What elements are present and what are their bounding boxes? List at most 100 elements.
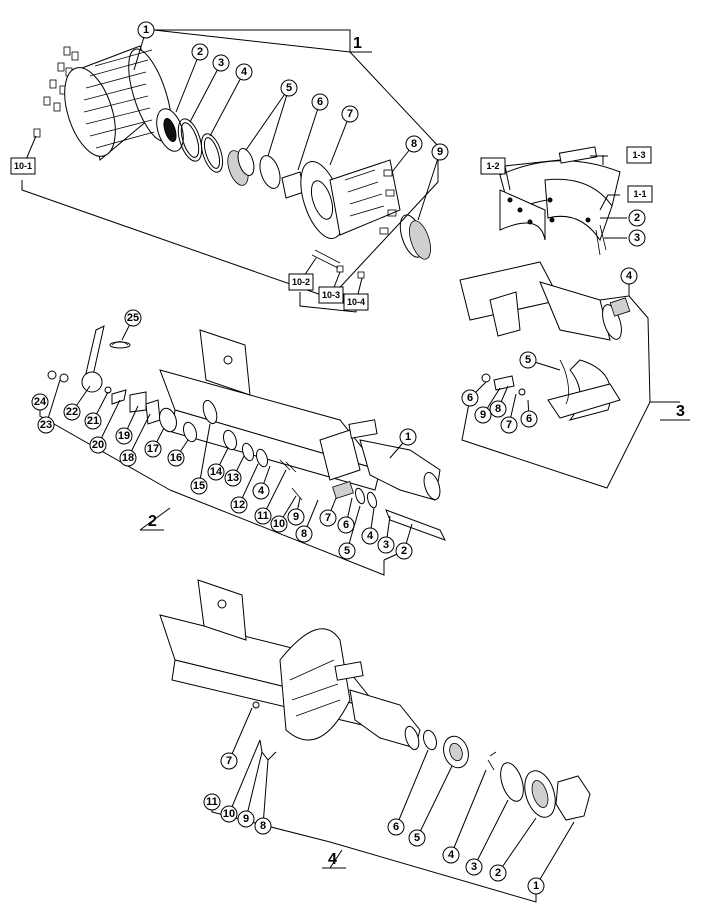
callout-2-13: 13	[224, 469, 242, 487]
box-label: 10-3	[322, 290, 340, 300]
callout-4-9: 9	[237, 810, 255, 828]
callout-2-11: 11	[254, 507, 272, 525]
callout-2-25: 25	[124, 309, 142, 327]
callout-label: 2	[634, 212, 640, 224]
callout-label: 18	[122, 452, 134, 464]
callout-label: 5	[525, 354, 531, 366]
callout-3-5: 5	[519, 351, 537, 369]
callout-4-3: 3	[465, 858, 483, 876]
callout-label: 10	[223, 808, 235, 820]
callout-label: 19	[118, 430, 130, 442]
callout-3-8: 8	[489, 400, 507, 418]
callout-3-4: 4	[620, 267, 638, 285]
box-10-4: 10-4	[343, 293, 369, 311]
callout-label: 8	[301, 528, 307, 540]
callout-2-20: 20	[89, 436, 107, 454]
callout-label: 8	[260, 820, 266, 832]
callout-label: 3	[634, 232, 640, 244]
callout-2-17: 17	[144, 440, 162, 458]
assembly-4-drawing: 7 11 10 9 8 6 5 4 3 2 1 4	[159, 579, 591, 903]
callout-3-9: 9	[474, 406, 492, 424]
callout-1-2: 2	[191, 43, 209, 61]
callout-3-6a: 6	[461, 389, 479, 407]
callout-2-21: 21	[84, 412, 102, 430]
assembly-3-drawing: 1-1 1-2 1-3 2 3 4 5 6 8 9 7 6 3	[459, 146, 690, 489]
box-1-2: 1-2	[480, 157, 506, 175]
callout-label: 23	[40, 419, 52, 431]
box-label: 1-2	[486, 161, 499, 171]
callout-label: 15	[193, 480, 205, 492]
callout-3-3: 3	[628, 229, 646, 247]
callout-label: 6	[343, 519, 349, 531]
box-label: 1-1	[633, 189, 646, 199]
callout-label: 9	[243, 813, 249, 825]
assembly-label-2: 2	[148, 513, 157, 530]
callout-1-8: 8	[405, 135, 423, 153]
callout-label: 3	[383, 539, 389, 551]
callout-label: 4	[448, 849, 455, 861]
callout-2-6: 6	[337, 516, 355, 534]
callout-2-1: 1	[399, 428, 417, 446]
callout-3-7: 7	[500, 416, 518, 434]
callout-label: 1	[533, 880, 539, 892]
callout-label: 16	[170, 452, 182, 464]
callout-label: 5	[344, 545, 350, 557]
callout-label: 4	[626, 270, 633, 282]
callout-2-2: 2	[395, 542, 413, 560]
callout-2-18: 18	[119, 449, 137, 467]
callout-label: 20	[92, 439, 104, 451]
callout-label: 11	[206, 796, 218, 808]
callout-1-7: 7	[341, 105, 359, 123]
callout-2-14: 14	[207, 463, 225, 481]
callout-4-7: 7	[220, 752, 238, 770]
assembly-2-drawing: 25 24 23 22 21 20 19 18 17 16 15 14 13 1…	[31, 309, 447, 576]
callout-label: 14	[210, 466, 223, 478]
box-label: 10-1	[14, 161, 32, 171]
callout-4-11: 11	[203, 793, 221, 811]
callout-1-5: 5	[280, 79, 298, 97]
callout-label: 5	[414, 832, 420, 844]
callout-label: 6	[526, 413, 532, 425]
callout-label: 2	[401, 545, 407, 557]
callout-label: 8	[411, 138, 417, 150]
callout-1-4: 4	[235, 63, 253, 81]
box-1-1: 1-1	[627, 185, 653, 203]
callout-label: 7	[226, 755, 232, 767]
callout-label: 2	[197, 46, 203, 58]
callout-2-10: 10	[270, 515, 288, 533]
callout-label: 1	[143, 24, 149, 36]
callout-label: 21	[87, 415, 99, 427]
callout-label: 17	[147, 443, 159, 455]
assembly-label-4: 4	[328, 851, 337, 868]
callout-label: 7	[506, 419, 512, 431]
callout-label: 4	[241, 66, 248, 78]
callout-label: 22	[66, 406, 78, 418]
box-1-3: 1-3	[626, 146, 652, 164]
callout-4-5: 5	[408, 829, 426, 847]
callout-4-6: 6	[387, 818, 405, 836]
callout-1-9: 9	[431, 143, 449, 161]
callout-label: 6	[317, 96, 323, 108]
callout-2-3: 3	[377, 536, 395, 554]
callout-2-24: 24	[31, 393, 49, 411]
callout-1-3: 3	[212, 54, 230, 72]
callout-4-2: 2	[489, 864, 507, 882]
callout-2-9: 9	[287, 508, 305, 526]
callout-label: 24	[34, 396, 47, 408]
assembly-1-drawing: 1 2 3 4 5 6 7 8 9 10-1 10-2 10-3 10-4 1	[10, 21, 449, 313]
callout-4-8: 8	[254, 817, 272, 835]
callout-2-12: 12	[230, 496, 248, 514]
callout-2-23: 23	[37, 416, 55, 434]
assembly-label-3: 3	[676, 403, 685, 420]
brake-drum	[64, 45, 172, 161]
box-10-1: 10-1	[10, 157, 36, 175]
callout-2-22: 22	[63, 403, 81, 421]
callout-2-19: 19	[115, 427, 133, 445]
callout-1-6: 6	[311, 93, 329, 111]
callout-label: 8	[495, 403, 501, 415]
callout-4-4: 4	[442, 846, 460, 864]
callout-label: 3	[218, 57, 224, 69]
callout-3-2: 2	[628, 209, 646, 227]
callout-2-4a: 4	[252, 482, 270, 500]
